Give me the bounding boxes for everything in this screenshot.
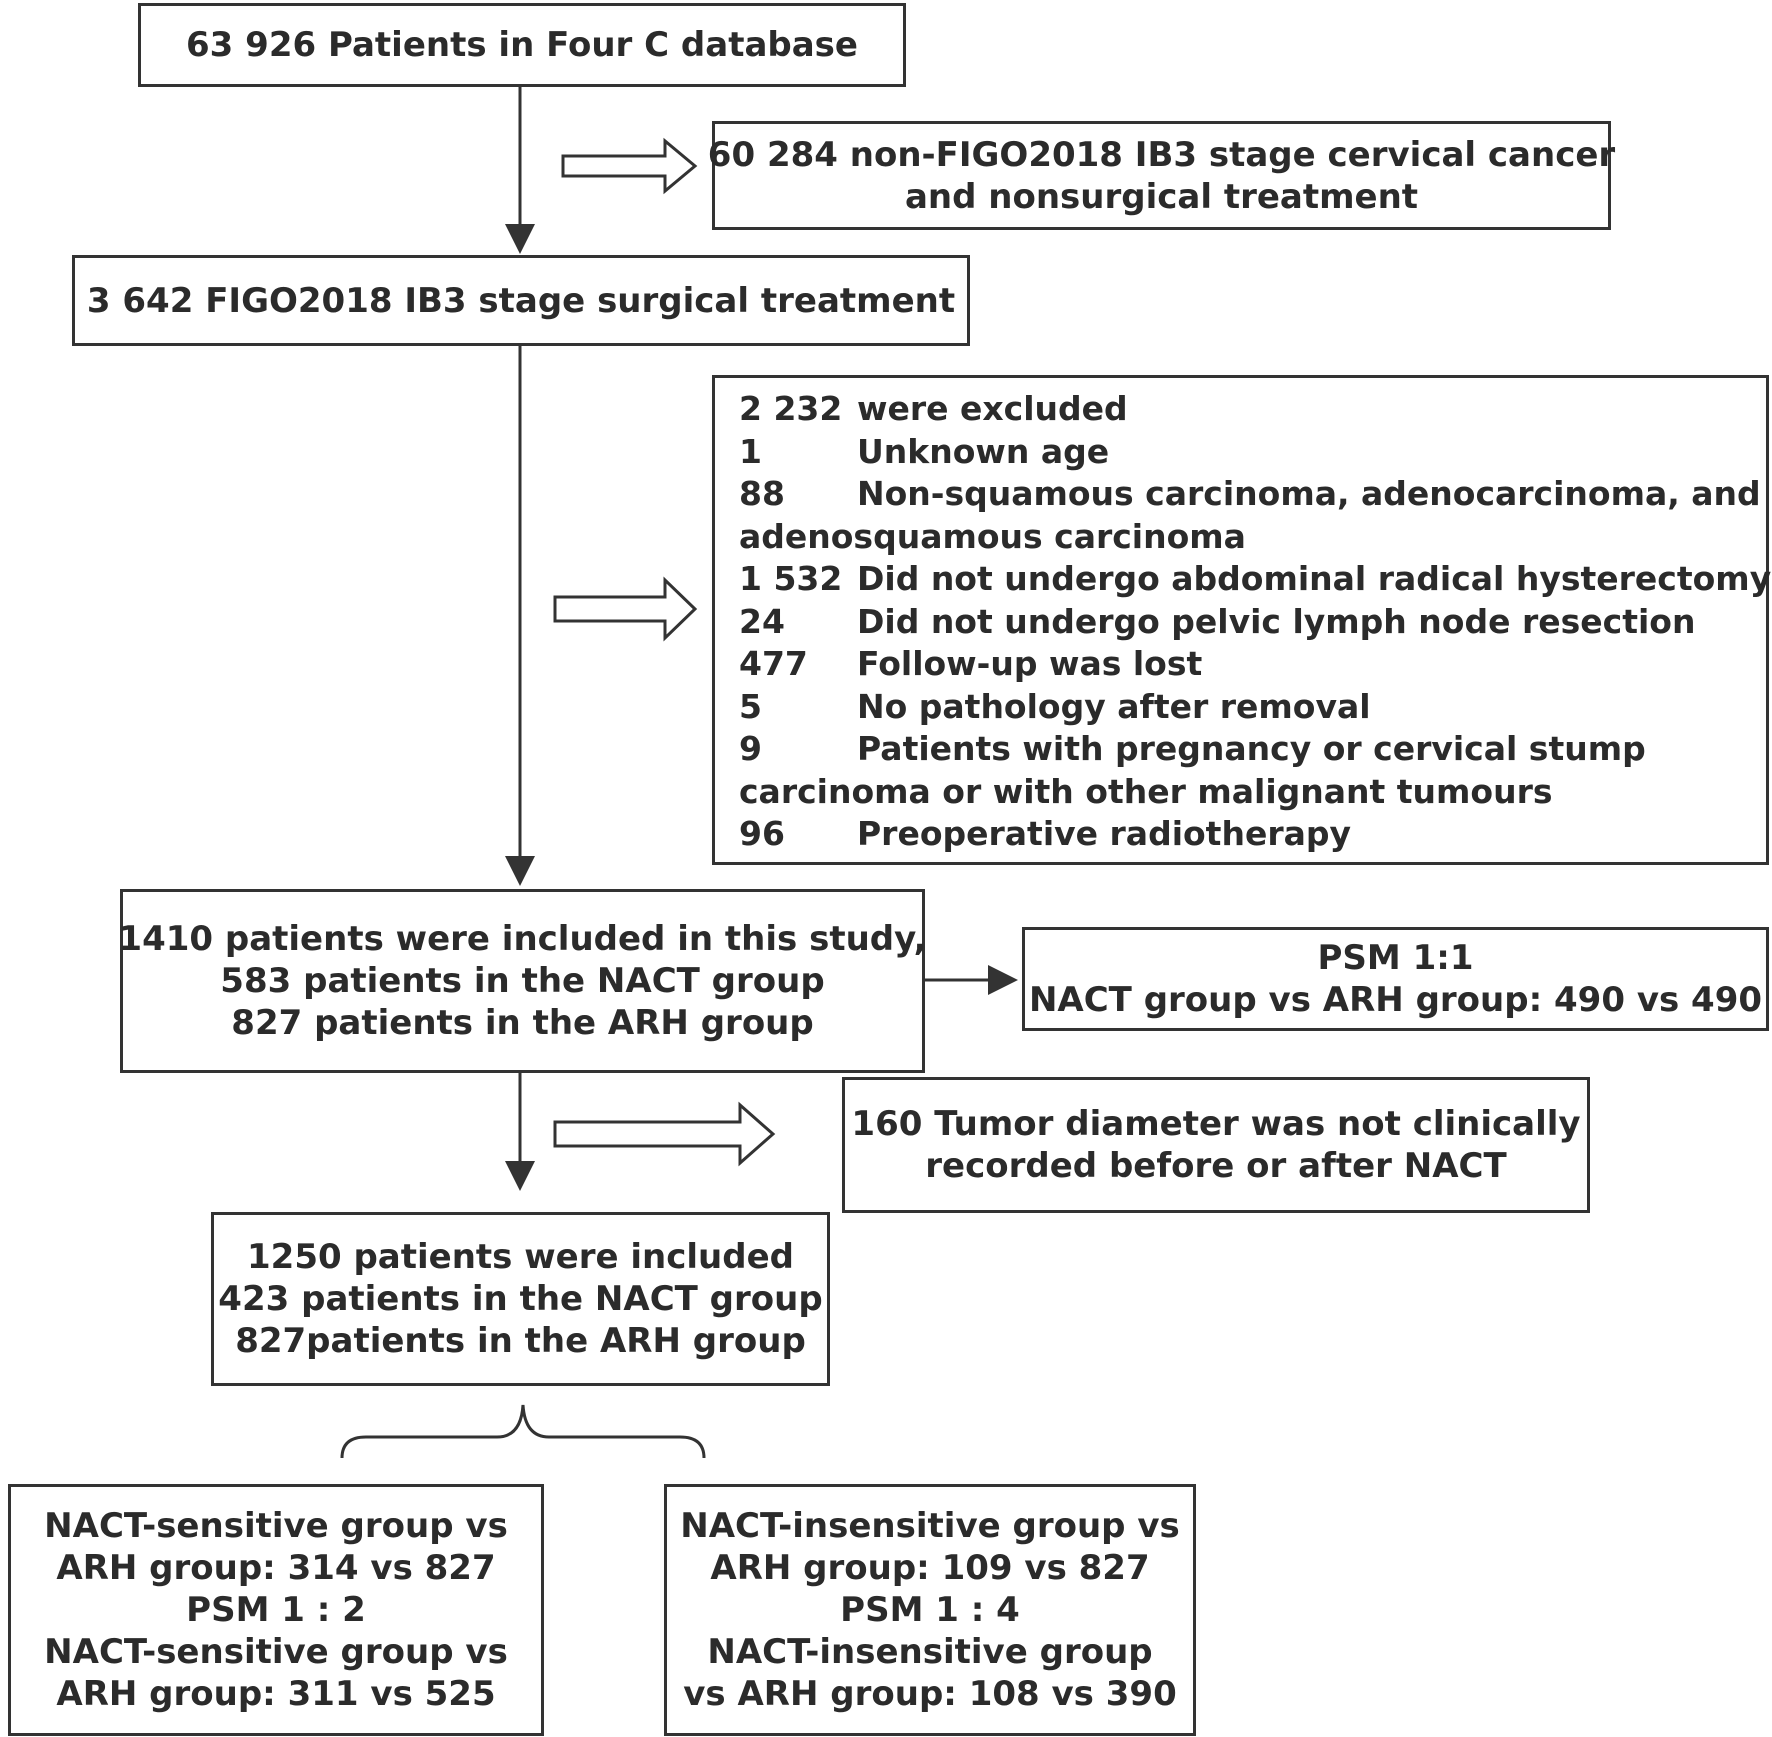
exclusion-reason: Preoperative radiotherapy — [857, 814, 1352, 853]
exclusion-count: 96 — [739, 814, 785, 853]
box-text: 827 patients in the ARH group — [231, 1003, 814, 1043]
exclusion-reason: Patients with pregnancy or cervical stum… — [857, 729, 1646, 768]
exclusion-count: 5 — [739, 686, 762, 726]
exclusion-count: 88 — [739, 474, 785, 513]
exclusion-reason: carcinoma or with other malignant tumour… — [739, 771, 1553, 811]
exclusion-reason: Unknown age — [857, 431, 1110, 471]
exclusion-count: 24 — [739, 601, 785, 641]
box-text: ARH group: 109 vs 827 — [710, 1548, 1150, 1588]
box-text: and nonsurgical treatment — [904, 176, 1419, 217]
box-text: recorded before or after NACT — [925, 1146, 1507, 1186]
box-text: 423 patients in the NACT group — [218, 1279, 823, 1319]
exclusion-count: 1 — [739, 431, 762, 471]
hollow-arrow-exclusion-3 — [553, 1101, 776, 1167]
exclusion-row-continuation: carcinoma or with other malignant tumour… — [739, 771, 1553, 814]
exclusion-count: 2 232 — [739, 389, 843, 428]
exclusion-row: 5 No pathology after removal — [739, 686, 1371, 729]
exclusion-reason: No pathology after removal — [857, 686, 1371, 726]
hollow-arrow-exclusion-1 — [561, 137, 698, 195]
exclusion-criteria-box: 2 232 were excluded 1 Unknown age 88 Non-sq… — [712, 375, 1771, 865]
exclusion-row: 88 Non-squamous carcinoma, adenocarcinoma… — [739, 473, 1761, 516]
box-text: PSM 1:1 — [1317, 938, 1474, 978]
hollow-arrow-exclusion-2 — [553, 576, 698, 642]
included-1410-box: 1410 patients were included in this stud… — [118, 889, 927, 1073]
psm-1-1-box: PSM 1:1 NACT group vs ARH group: 490 vs … — [1022, 927, 1769, 1031]
box-text: vs ARH group: 108 vs 390 — [683, 1674, 1177, 1714]
box-text: 827patients in the ARH group — [235, 1321, 806, 1361]
exclusion-count: 1 532 — [739, 559, 843, 598]
box-text: NACT-insensitive group vs — [680, 1506, 1180, 1546]
box-text: ARH group: 311 vs 525 — [56, 1674, 496, 1714]
exclusion-row: 2 232 were excluded — [739, 388, 1128, 431]
tumor-diameter-excluded-box: 160 Tumor diameter was not clinically re… — [842, 1077, 1590, 1213]
exclusion-count: 9 — [739, 729, 762, 768]
non-ib3-excluded-box: 60 284 non-FIGO2018 IB3 stage cervical c… — [708, 121, 1615, 230]
exclusion-row: 1 Unknown age — [739, 431, 1109, 474]
box-text: NACT-sensitive group vs — [44, 1506, 508, 1546]
box-text: 583 patients in the NACT group — [220, 961, 825, 1001]
box-text: 63 926 Patients in Four C database — [186, 25, 858, 65]
exclusion-row: 24 Did not undergo pelvic lymph node rese… — [739, 601, 1695, 644]
nact-insensitive-box: NACT-insensitive group vs ARH group: 109… — [664, 1484, 1196, 1736]
included-1250-box: 1250 patients were included 423 patients… — [211, 1212, 830, 1386]
box-text: ARH group: 314 vs 827 — [56, 1548, 496, 1588]
box-text: NACT-sensitive group vs — [44, 1632, 508, 1672]
box-text: 1410 patients were included in this stud… — [118, 919, 927, 959]
exclusion-row: 477 Follow-up was lost — [739, 643, 1202, 686]
exclusion-reason: adenosquamous carcinoma — [739, 516, 1246, 556]
box-text: 60 284 non-FIGO2018 IB3 stage cervical c… — [707, 134, 1616, 175]
box-text: PSM 1 : 4 — [840, 1590, 1020, 1630]
exclusion-row-continuation: adenosquamous carcinoma — [739, 516, 1246, 559]
exclusion-count: 477 — [739, 644, 808, 683]
exclusion-reason: Follow-up was lost — [857, 644, 1203, 683]
total-patients-box: 63 926 Patients in Four C database — [138, 3, 906, 87]
exclusion-reason: Did not undergo pelvic lymph node resect… — [857, 601, 1696, 641]
box-text: NACT group vs ARH group: 490 vs 490 — [1028, 980, 1763, 1020]
split-brace — [340, 1404, 706, 1459]
exclusion-reason: were excluded — [857, 389, 1128, 428]
exclusion-reason: Non-squamous carcinoma, adenocarcinoma, … — [857, 474, 1761, 513]
box-text: 3 642 FIGO2018 IB3 stage surgical treatm… — [86, 280, 956, 321]
exclusion-reason: Did not undergo abdominal radical hyster… — [857, 559, 1772, 598]
exclusion-row: 9 Patients with pregnancy or cervical stu… — [739, 728, 1646, 771]
box-text: PSM 1 : 2 — [186, 1590, 366, 1630]
exclusion-row: 1 532 Did not undergo abdominal radical h… — [739, 558, 1771, 601]
box-text: 160 Tumor diameter was not clinically — [851, 1104, 1581, 1144]
ib3-surgical-box: 3 642 FIGO2018 IB3 stage surgical treatm… — [72, 255, 970, 346]
box-text: NACT-insensitive group — [707, 1632, 1153, 1672]
box-text: 1250 patients were included — [247, 1237, 794, 1277]
exclusion-row: 96 Preoperative radiotherapy — [739, 813, 1351, 856]
nact-sensitive-box: NACT-sensitive group vs ARH group: 314 v… — [8, 1484, 544, 1736]
